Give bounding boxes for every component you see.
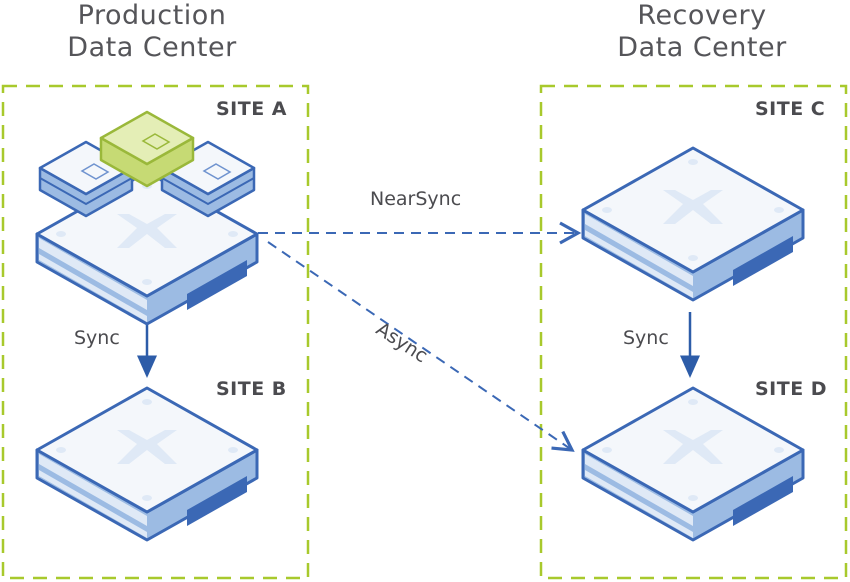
production-dc-title: Production Data Center — [22, 0, 282, 64]
async-arrow — [267, 241, 575, 452]
site-d-node — [581, 386, 805, 542]
production-dc-boundary — [1, 84, 310, 580]
title-line: Data Center — [617, 32, 787, 63]
site-a-label: SITE A — [216, 98, 288, 120]
title-line: Data Center — [67, 32, 237, 63]
site-d-label: SITE D — [755, 378, 828, 400]
nearsync-label: NearSync — [370, 188, 462, 210]
site-a-node — [35, 110, 259, 326]
sync-label-c-d: Sync — [623, 327, 669, 349]
recovery-dc-boundary — [539, 84, 848, 580]
site-b-node — [35, 386, 259, 542]
site-b-label: SITE B — [216, 378, 287, 400]
site-c-node — [581, 146, 805, 302]
site-c-label: SITE C — [755, 98, 826, 120]
recovery-dc-title: Recovery Data Center — [572, 0, 832, 64]
title-line: Production — [77, 0, 227, 31]
title-line: Recovery — [637, 0, 767, 31]
sync-label-a-b: Sync — [74, 327, 120, 349]
